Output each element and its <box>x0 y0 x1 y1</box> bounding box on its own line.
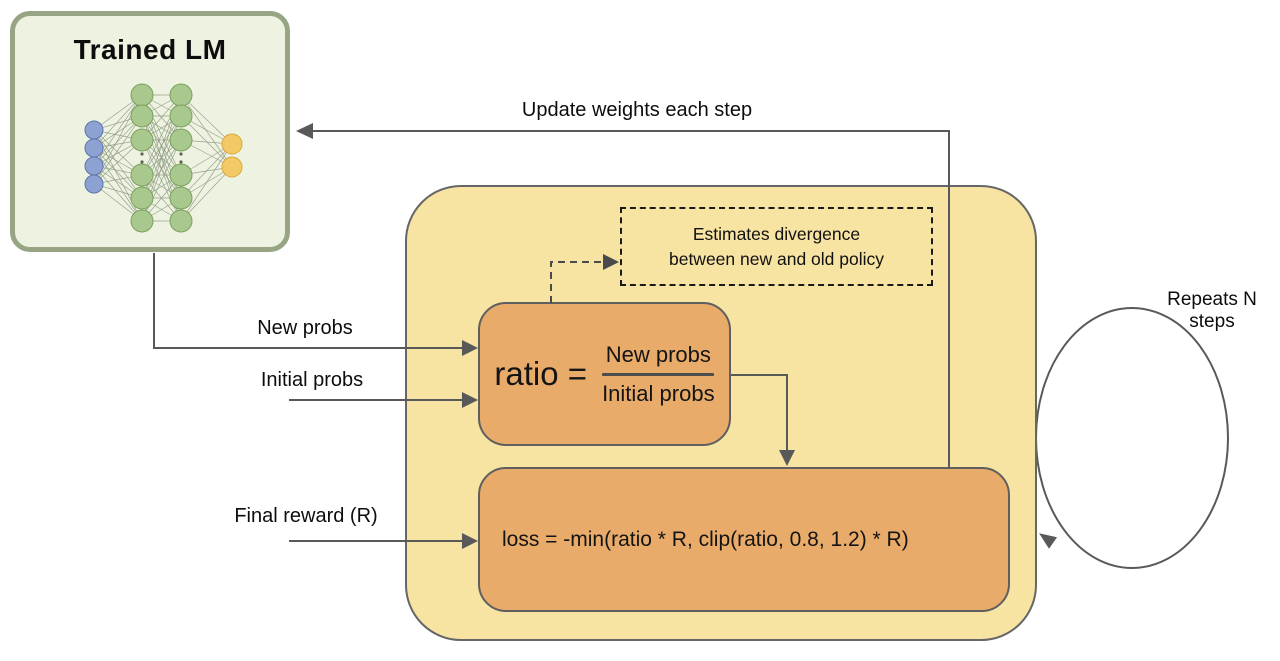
neural-network-icon <box>84 83 243 233</box>
repeats-label-line1: Repeats N <box>1167 289 1257 310</box>
divergence-note-line2: between new and old policy <box>668 248 884 269</box>
fraction-numerator: New probs <box>605 341 711 367</box>
ratio-lhs: ratio = <box>494 355 588 392</box>
fraction-bar <box>602 372 715 376</box>
trained-lm-title: Trained LM <box>73 34 227 65</box>
divergence-note-line1: Estimates divergence <box>692 223 861 244</box>
loss-formula: loss = -min(ratio * R, clip(ratio, 0.8, … <box>502 527 909 551</box>
loss-formula-box: loss = -min(ratio * R, clip(ratio, 0.8, … <box>478 467 1010 612</box>
fraction-denominator: Initial probs <box>602 380 715 406</box>
repeat-loop-arrowhead <box>1039 533 1058 549</box>
trained-lm-box: Trained LM <box>10 11 290 252</box>
repeats-n-steps-label: Repeats N steps <box>1150 289 1274 333</box>
update-weights-arrowhead <box>296 123 313 139</box>
divergence-note-box: Estimates divergence between new and old… <box>620 207 933 286</box>
new-probs-label: New probs <box>257 317 353 339</box>
update-weights-label: Update weights each step <box>521 99 753 121</box>
final-reward-label: Final reward (R) <box>234 505 378 527</box>
repeats-label-line2: steps <box>1189 311 1235 333</box>
initial-probs-label: Initial probs <box>260 369 364 391</box>
repeat-loop-circle <box>1035 307 1229 569</box>
ratio-fraction: New probs Initial probs <box>602 342 715 407</box>
ratio-formula-box: ratio = New probs Initial probs <box>478 302 731 446</box>
